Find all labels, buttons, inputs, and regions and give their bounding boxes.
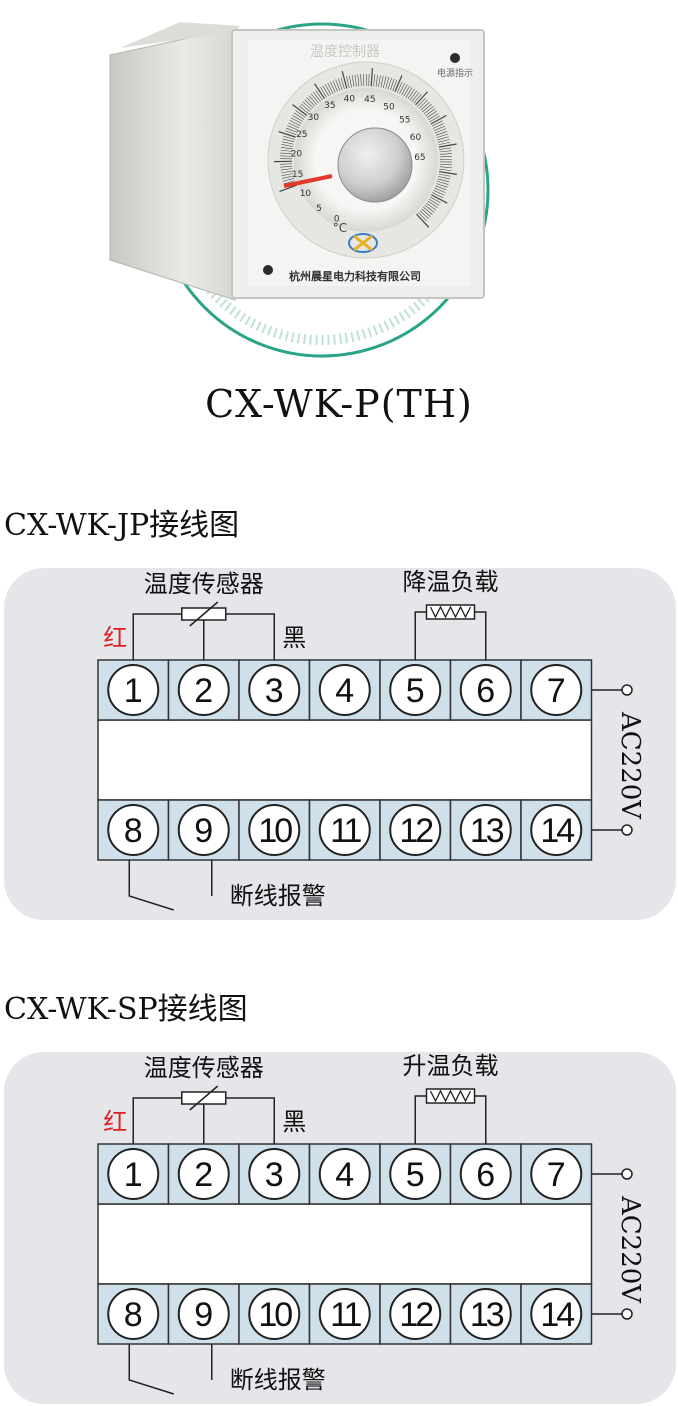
- terminal-number: 3: [265, 1156, 284, 1194]
- terminal-number: 14: [540, 1296, 574, 1334]
- terminal-number: 9: [194, 1296, 213, 1334]
- controller-body: [98, 720, 592, 800]
- housing-side: [110, 28, 235, 300]
- dial-scale-label: 5: [316, 204, 322, 214]
- dial-scale-label: 20: [291, 150, 303, 160]
- model-title: CX-WK-P(TH): [0, 382, 678, 426]
- dial-scale-label: 25: [296, 130, 307, 140]
- power-indicator-led: [450, 53, 460, 63]
- terminal-number: 4: [335, 1156, 354, 1194]
- terminal-number: 2: [194, 1156, 213, 1194]
- dial-scale-label: 35: [324, 101, 335, 111]
- load-label: 升温负载: [403, 1052, 499, 1080]
- terminal-number: 11: [330, 812, 361, 850]
- terminal-number: 9: [194, 812, 213, 850]
- alarm-label: 断线报警: [230, 882, 326, 910]
- terminal-number: 12: [399, 812, 433, 850]
- terminal-number: 7: [547, 1156, 566, 1194]
- power-label: AC220V: [615, 711, 645, 820]
- terminal-number: 8: [124, 812, 143, 850]
- black-wire-label: 黑: [282, 624, 306, 652]
- red-wire-label: 红: [103, 624, 127, 652]
- dial-scale-label: 65: [414, 153, 425, 163]
- terminal-number: 13: [470, 812, 504, 850]
- dial-scale-label: 15: [292, 170, 303, 180]
- power-indicator-label: 电源指示: [437, 67, 473, 79]
- terminal-number: 1: [124, 672, 143, 710]
- terminal-number: 4: [335, 672, 354, 710]
- red-wire-label: 红: [103, 1108, 127, 1136]
- terminal-number: 13: [470, 1296, 504, 1334]
- panel-top-text: 温度控制器: [310, 44, 380, 60]
- dial-scale-label: 30: [308, 113, 320, 123]
- power-label: AC220V: [615, 1195, 645, 1304]
- dial-scale-label: 45: [364, 95, 375, 105]
- dial-scale-label: 50: [383, 102, 395, 112]
- terminal-number: 6: [476, 1156, 495, 1194]
- power-terminal-dot: [622, 1309, 632, 1319]
- controller-body: [98, 1204, 592, 1284]
- jp-diagram-title: CX-WK-JP接线图: [4, 500, 239, 544]
- terminal-number: 12: [399, 1296, 433, 1334]
- power-terminal-dot: [622, 1169, 632, 1179]
- sensor-label: 温度传感器: [144, 570, 264, 598]
- terminal-number: 14: [540, 812, 574, 850]
- terminal-number: 6: [476, 672, 495, 710]
- terminal-number: 11: [330, 1296, 361, 1334]
- terminal-number: 8: [124, 1296, 143, 1334]
- terminal-number: 7: [547, 672, 566, 710]
- terminal-number: 3: [265, 672, 284, 710]
- power-terminal-dot: [622, 685, 632, 695]
- dial-unit: °C: [333, 221, 347, 235]
- terminal-number: 5: [406, 672, 425, 710]
- terminal-number: 1: [124, 1156, 143, 1194]
- corner-screw: [263, 265, 273, 275]
- dial-scale-label: 40: [344, 95, 356, 105]
- black-wire-label: 黑: [282, 1108, 306, 1136]
- alarm-label: 断线报警: [230, 1366, 326, 1394]
- terminal-number: 5: [406, 1156, 425, 1194]
- terminal-number: 10: [258, 1296, 292, 1334]
- dial-scale-label: 10: [300, 189, 312, 199]
- power-terminal-dot: [622, 825, 632, 835]
- dial-knob: [338, 128, 412, 202]
- terminal-number: 10: [258, 812, 292, 850]
- load-label: 降温负载: [403, 568, 499, 596]
- panel-company: 杭州晨星电力科技有限公司: [289, 269, 421, 283]
- terminal-number: 2: [194, 672, 213, 710]
- sensor-label: 温度传感器: [144, 1054, 264, 1082]
- sp-diagram-title: CX-WK-SP接线图: [4, 984, 248, 1028]
- dial-scale-label: 60: [410, 133, 422, 143]
- dial-scale-label: 55: [399, 115, 410, 125]
